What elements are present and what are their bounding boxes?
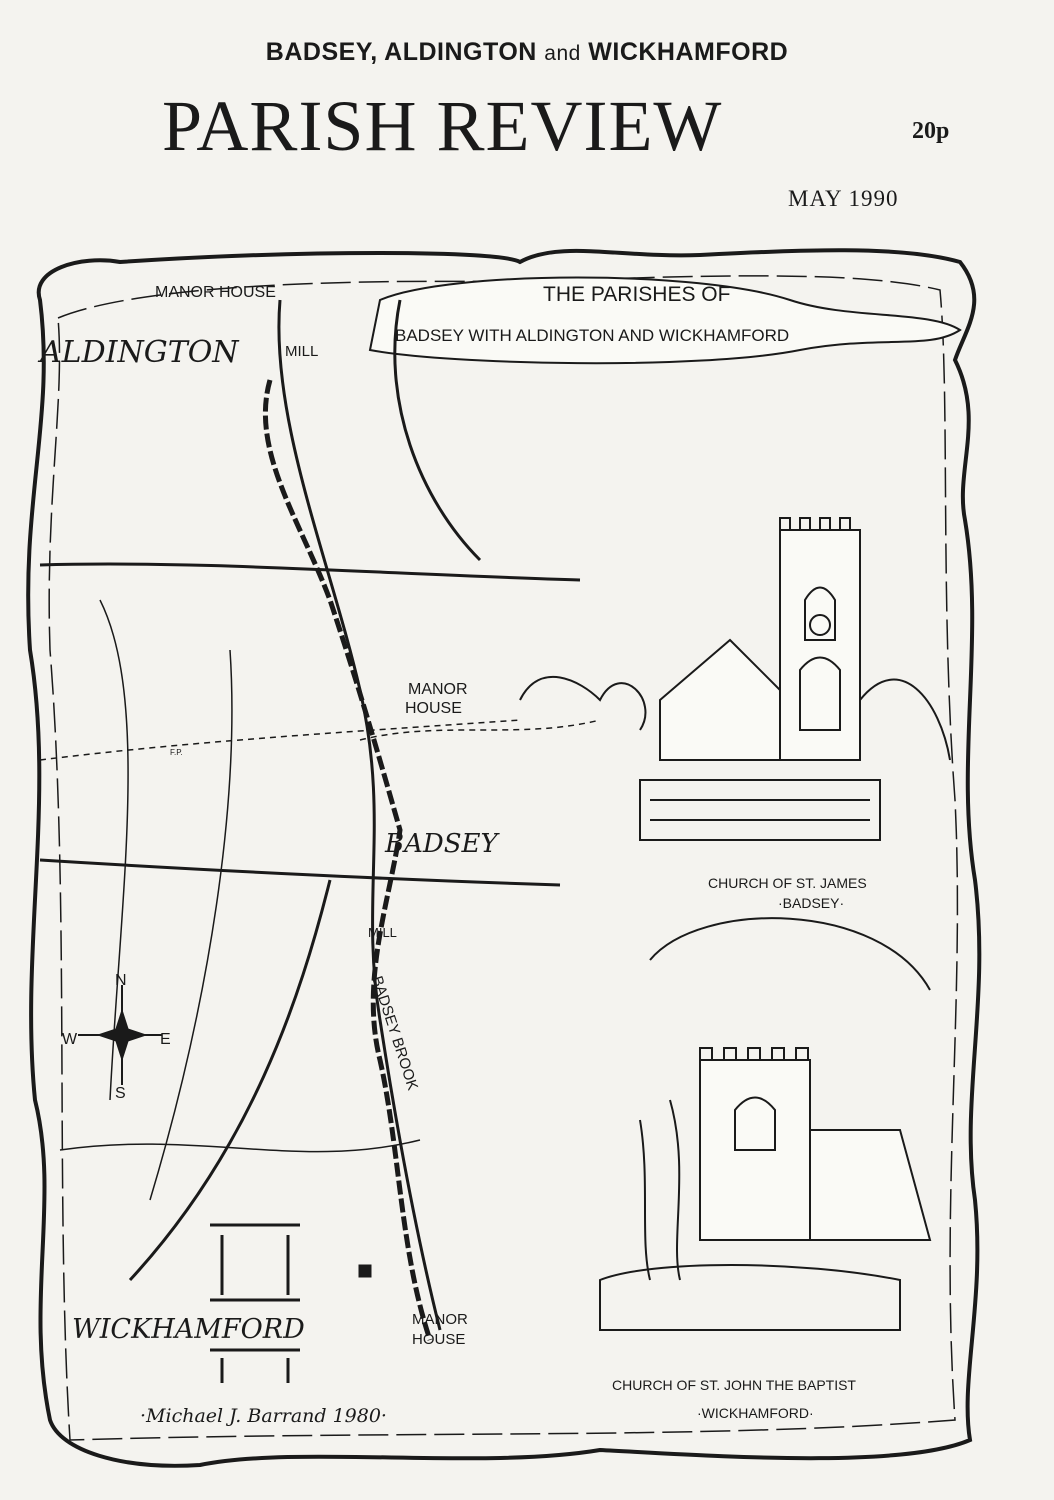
label-footpath: F.P. bbox=[170, 748, 183, 757]
parishes-heading-and: and bbox=[544, 42, 581, 65]
caption-church-st-james-1: CHURCH OF ST. JAMES bbox=[708, 875, 867, 891]
church-st-john-drawing bbox=[599, 917, 932, 1331]
compass-south: S bbox=[115, 1085, 126, 1102]
roads bbox=[39, 299, 581, 1331]
wickhamford-pillar bbox=[210, 1223, 372, 1383]
price-tag: 20p bbox=[912, 118, 950, 144]
artist-signature: ·Michael J. Barrand 1980· bbox=[140, 1405, 387, 1427]
label-manor-badsey-1: MANOR bbox=[408, 681, 468, 698]
caption-church-st-james-2: ·BADSEY· bbox=[778, 895, 844, 911]
caption-church-st-john-2: ·WICKHAMFORD· bbox=[697, 1405, 814, 1421]
label-manor-badsey-2: HOUSE bbox=[405, 700, 462, 717]
compass-east: E bbox=[160, 1031, 171, 1048]
label-mill-aldington: MILL bbox=[285, 343, 318, 360]
label-mill-badsey: MILL bbox=[368, 925, 397, 940]
label-aldington: ALDINGTON bbox=[37, 335, 240, 370]
compass-west: W bbox=[62, 1031, 78, 1048]
label-manor-wick-1: MANOR bbox=[412, 1311, 468, 1328]
compass-rose bbox=[78, 985, 162, 1085]
scroll-frame bbox=[26, 248, 982, 1468]
scroll-inner-frame bbox=[48, 275, 959, 1441]
label-manor-house-aldington: MANOR HOUSE bbox=[155, 284, 276, 301]
issue-date: MAY 1990 bbox=[788, 186, 899, 211]
banner-line-1: THE PARISHES OF bbox=[543, 283, 730, 306]
banner-line-2: BADSEY WITH ALDINGTON AND WICKHAMFORD bbox=[395, 326, 789, 345]
lanes bbox=[39, 599, 601, 1201]
church-st-james-drawing bbox=[519, 517, 951, 841]
label-wickhamford: WICKHAMFORD bbox=[72, 1314, 305, 1345]
parishes-heading: BADSEY, ALDINGTON and WICKHAMFORD bbox=[0, 38, 1054, 67]
label-badsey: BADSEY bbox=[384, 829, 501, 859]
compass-north: N bbox=[115, 972, 127, 989]
parishes-heading-part1: BADSEY, ALDINGTON bbox=[265, 38, 537, 66]
caption-church-st-john-1: CHURCH OF ST. JOHN THE BAPTIST bbox=[612, 1377, 856, 1393]
label-manor-wick-2: HOUSE bbox=[412, 1331, 465, 1348]
page-title: PARISH REVIEW bbox=[162, 86, 723, 166]
badsey-brook bbox=[263, 379, 433, 1341]
title-banner bbox=[368, 276, 962, 365]
parishes-heading-part2: WICKHAMFORD bbox=[588, 38, 789, 66]
